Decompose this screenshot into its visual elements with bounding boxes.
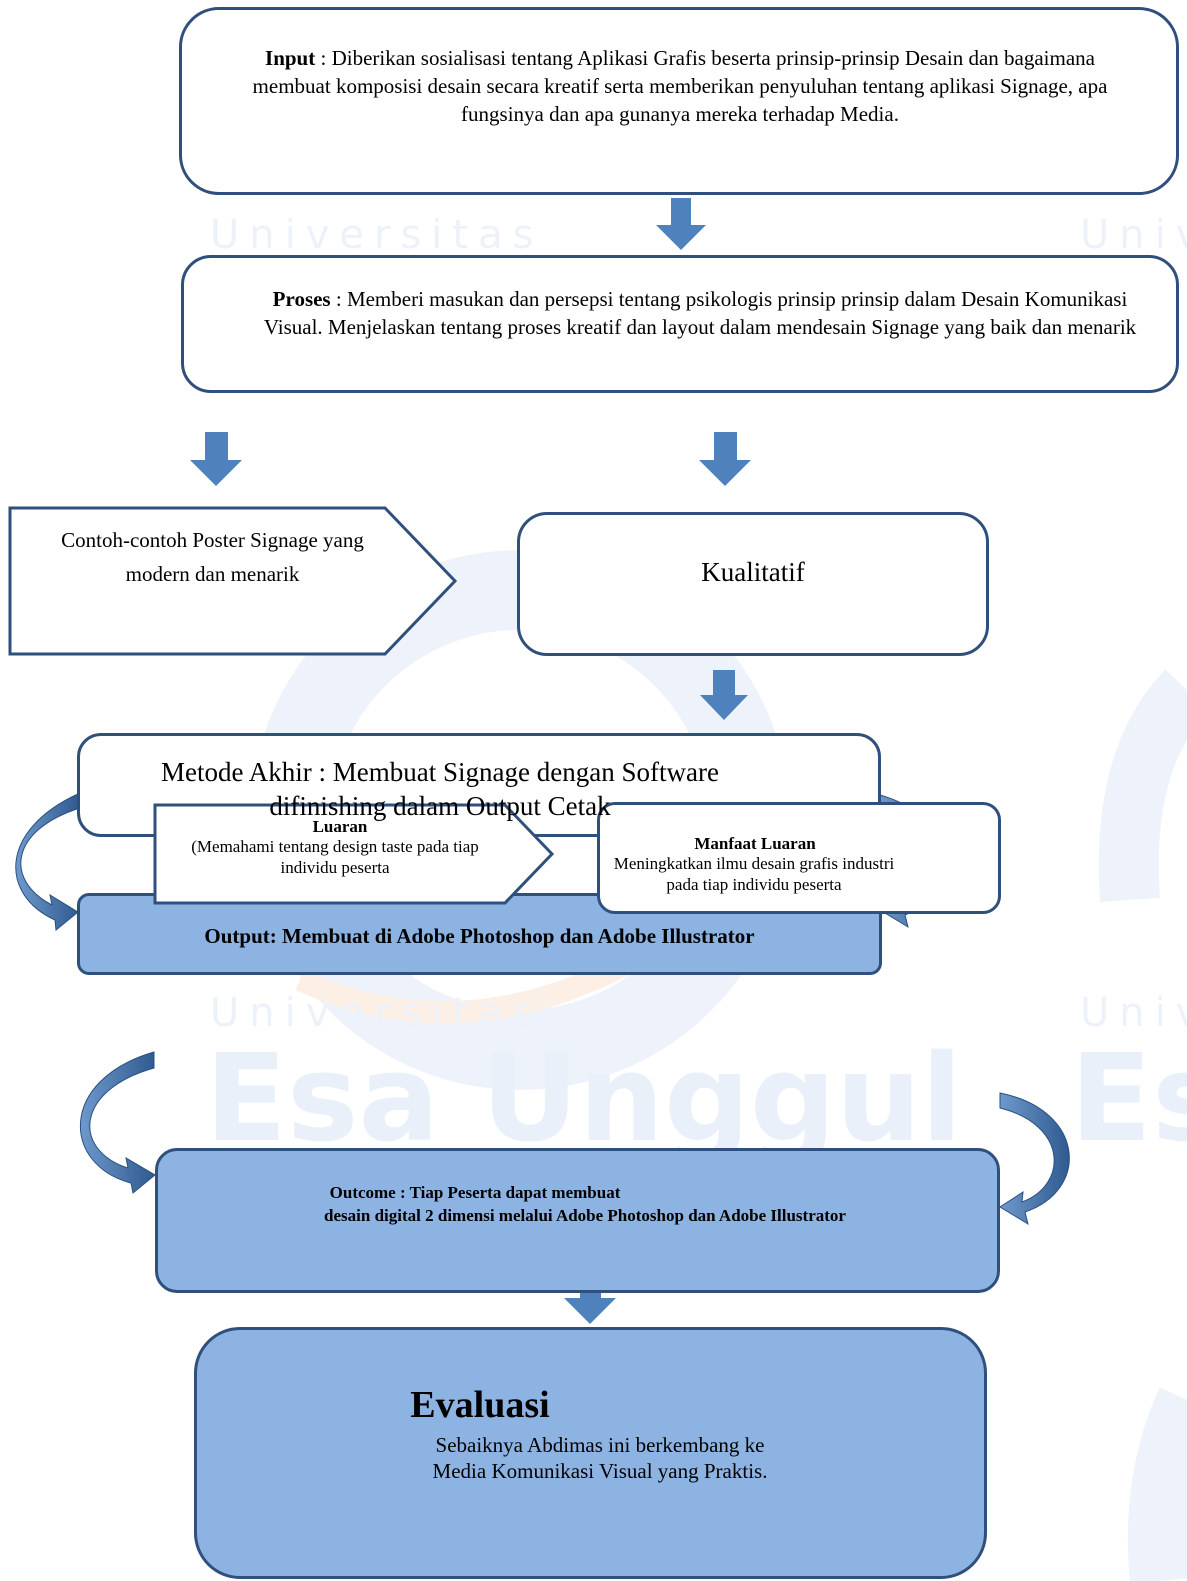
contoh-text: Contoh-contoh Poster Signage yang modern… [61,528,364,586]
watermark-word: Univ [1080,212,1187,258]
input-box [179,7,1179,195]
evaluasi-line1: Sebaiknya Abdimas ini berkembang ke [435,1433,765,1457]
curved-arrow-manfaat [999,1092,1070,1226]
manfaat-box [597,802,1001,914]
down-arrow [656,198,706,250]
input-description: : Diberikan sosialisasi tentang Aplikasi… [252,46,1108,126]
watermark-arc-right [1098,669,1187,903]
input-label: Input [265,46,316,70]
proses-box [181,255,1179,393]
evaluasi-box [194,1327,987,1579]
input-text: Input : Diberikan sosialisasi tentang Ap… [240,45,1120,129]
luaran-arrow-box [153,803,555,905]
watermark-word: Univ [1080,990,1187,1036]
watermark-word: Universitas [210,990,544,1036]
down-arrow [564,1270,616,1324]
outcome-line2: desain digital 2 dimensi melalui Adobe P… [324,1206,846,1225]
proses-label: Proses [272,287,331,311]
luaran-text: (Memahami tentang design taste pada tiap… [191,837,479,878]
kualitatif-text: Kualitatif [701,557,805,587]
watermark-logo-text: Esa Unggul [205,1030,963,1169]
manfaat-text: Meningkatkan ilmu desain grafis industri… [613,854,895,895]
curved-arrow-luaran [79,1051,156,1194]
outcome-box [155,1148,1000,1293]
manfaat-title: Manfaat Luaran [694,834,816,853]
evaluasi-title: Evaluasi [410,1384,550,1426]
proses-description: : Memberi masukan dan persepsi tentang p… [263,287,1137,339]
down-arrow [699,432,751,486]
watermark-word: Universitas [210,212,544,258]
output-text: Output: Membuat di Adobe Photoshop dan A… [204,924,755,948]
down-arrow [190,432,242,486]
watermark-arc-right-low [1127,1387,1187,1581]
kualitatif-box [517,512,989,656]
curved-arrow-left [15,792,81,931]
outcome-line1: Outcome : Tiap Peserta dapat membuat [329,1183,621,1202]
down-arrow [700,670,748,720]
luaran-title: Luaran [312,817,368,836]
watermark-logo-text: Es [1070,1030,1187,1169]
evaluasi-line2: Media Komunikasi Visual yang Praktis. [432,1459,768,1483]
proses-text: Proses : Memberi masukan dan persepsi te… [255,286,1145,342]
metode-text: Metode Akhir : Membuat Signage dengan So… [161,757,719,822]
contoh-arrow-box [8,506,458,656]
